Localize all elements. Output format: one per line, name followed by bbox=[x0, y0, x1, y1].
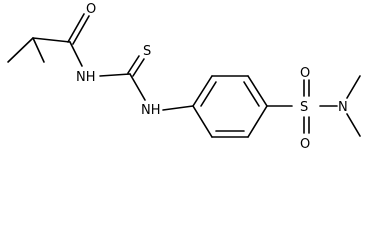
ring-bond-6 bbox=[192, 105, 213, 138]
atom-label-dimethyl-nitrogen: N bbox=[338, 100, 348, 115]
ring-inner-2 bbox=[243, 81, 260, 107]
atom-label-amine-nh: NH bbox=[141, 103, 161, 118]
molecule-structure-diagram: O NH S NH S O O N bbox=[7, 2, 361, 152]
atom-label-amide-nh: NH bbox=[76, 70, 96, 85]
bond-nh-ring bbox=[162, 105, 194, 111]
bond-ch-carbonyl bbox=[32, 37, 71, 43]
atom-labels: O NH S NH S O O N bbox=[76, 2, 348, 152]
ring-bond-1 bbox=[192, 75, 213, 107]
ring-bond-3 bbox=[247, 75, 268, 107]
atom-label-sulfonyl-oxygen-bottom: O bbox=[300, 137, 310, 152]
bond-carbonyl-nh bbox=[69, 41, 83, 67]
bond-thio-double-2 bbox=[132, 58, 145, 77]
bond-thiocarbon-nh bbox=[129, 73, 146, 101]
atom-label-sulfonyl-oxygen-top: O bbox=[300, 66, 310, 81]
bonds bbox=[7, 13, 361, 138]
bond-thio-double-1 bbox=[127, 55, 140, 74]
bond-n-methyl-up bbox=[346, 75, 361, 99]
bond-methyl2-ch bbox=[32, 37, 45, 63]
bond-carbonyl-double-1 bbox=[67, 13, 85, 43]
bond-methyl-ch bbox=[7, 37, 34, 63]
atom-label-carbonyl-oxygen: O bbox=[86, 2, 96, 17]
bond-nh-thiocarbon bbox=[99, 73, 131, 77]
atom-label-thio-sulfur: S bbox=[143, 44, 151, 59]
ring-bond-4 bbox=[247, 105, 268, 138]
bond-carbonyl-double-2 bbox=[72, 15, 90, 45]
atom-label-sulfonyl-sulfur: S bbox=[300, 100, 308, 115]
bond-n-methyl-down bbox=[346, 113, 361, 137]
ring-inner-1 bbox=[200, 81, 217, 107]
